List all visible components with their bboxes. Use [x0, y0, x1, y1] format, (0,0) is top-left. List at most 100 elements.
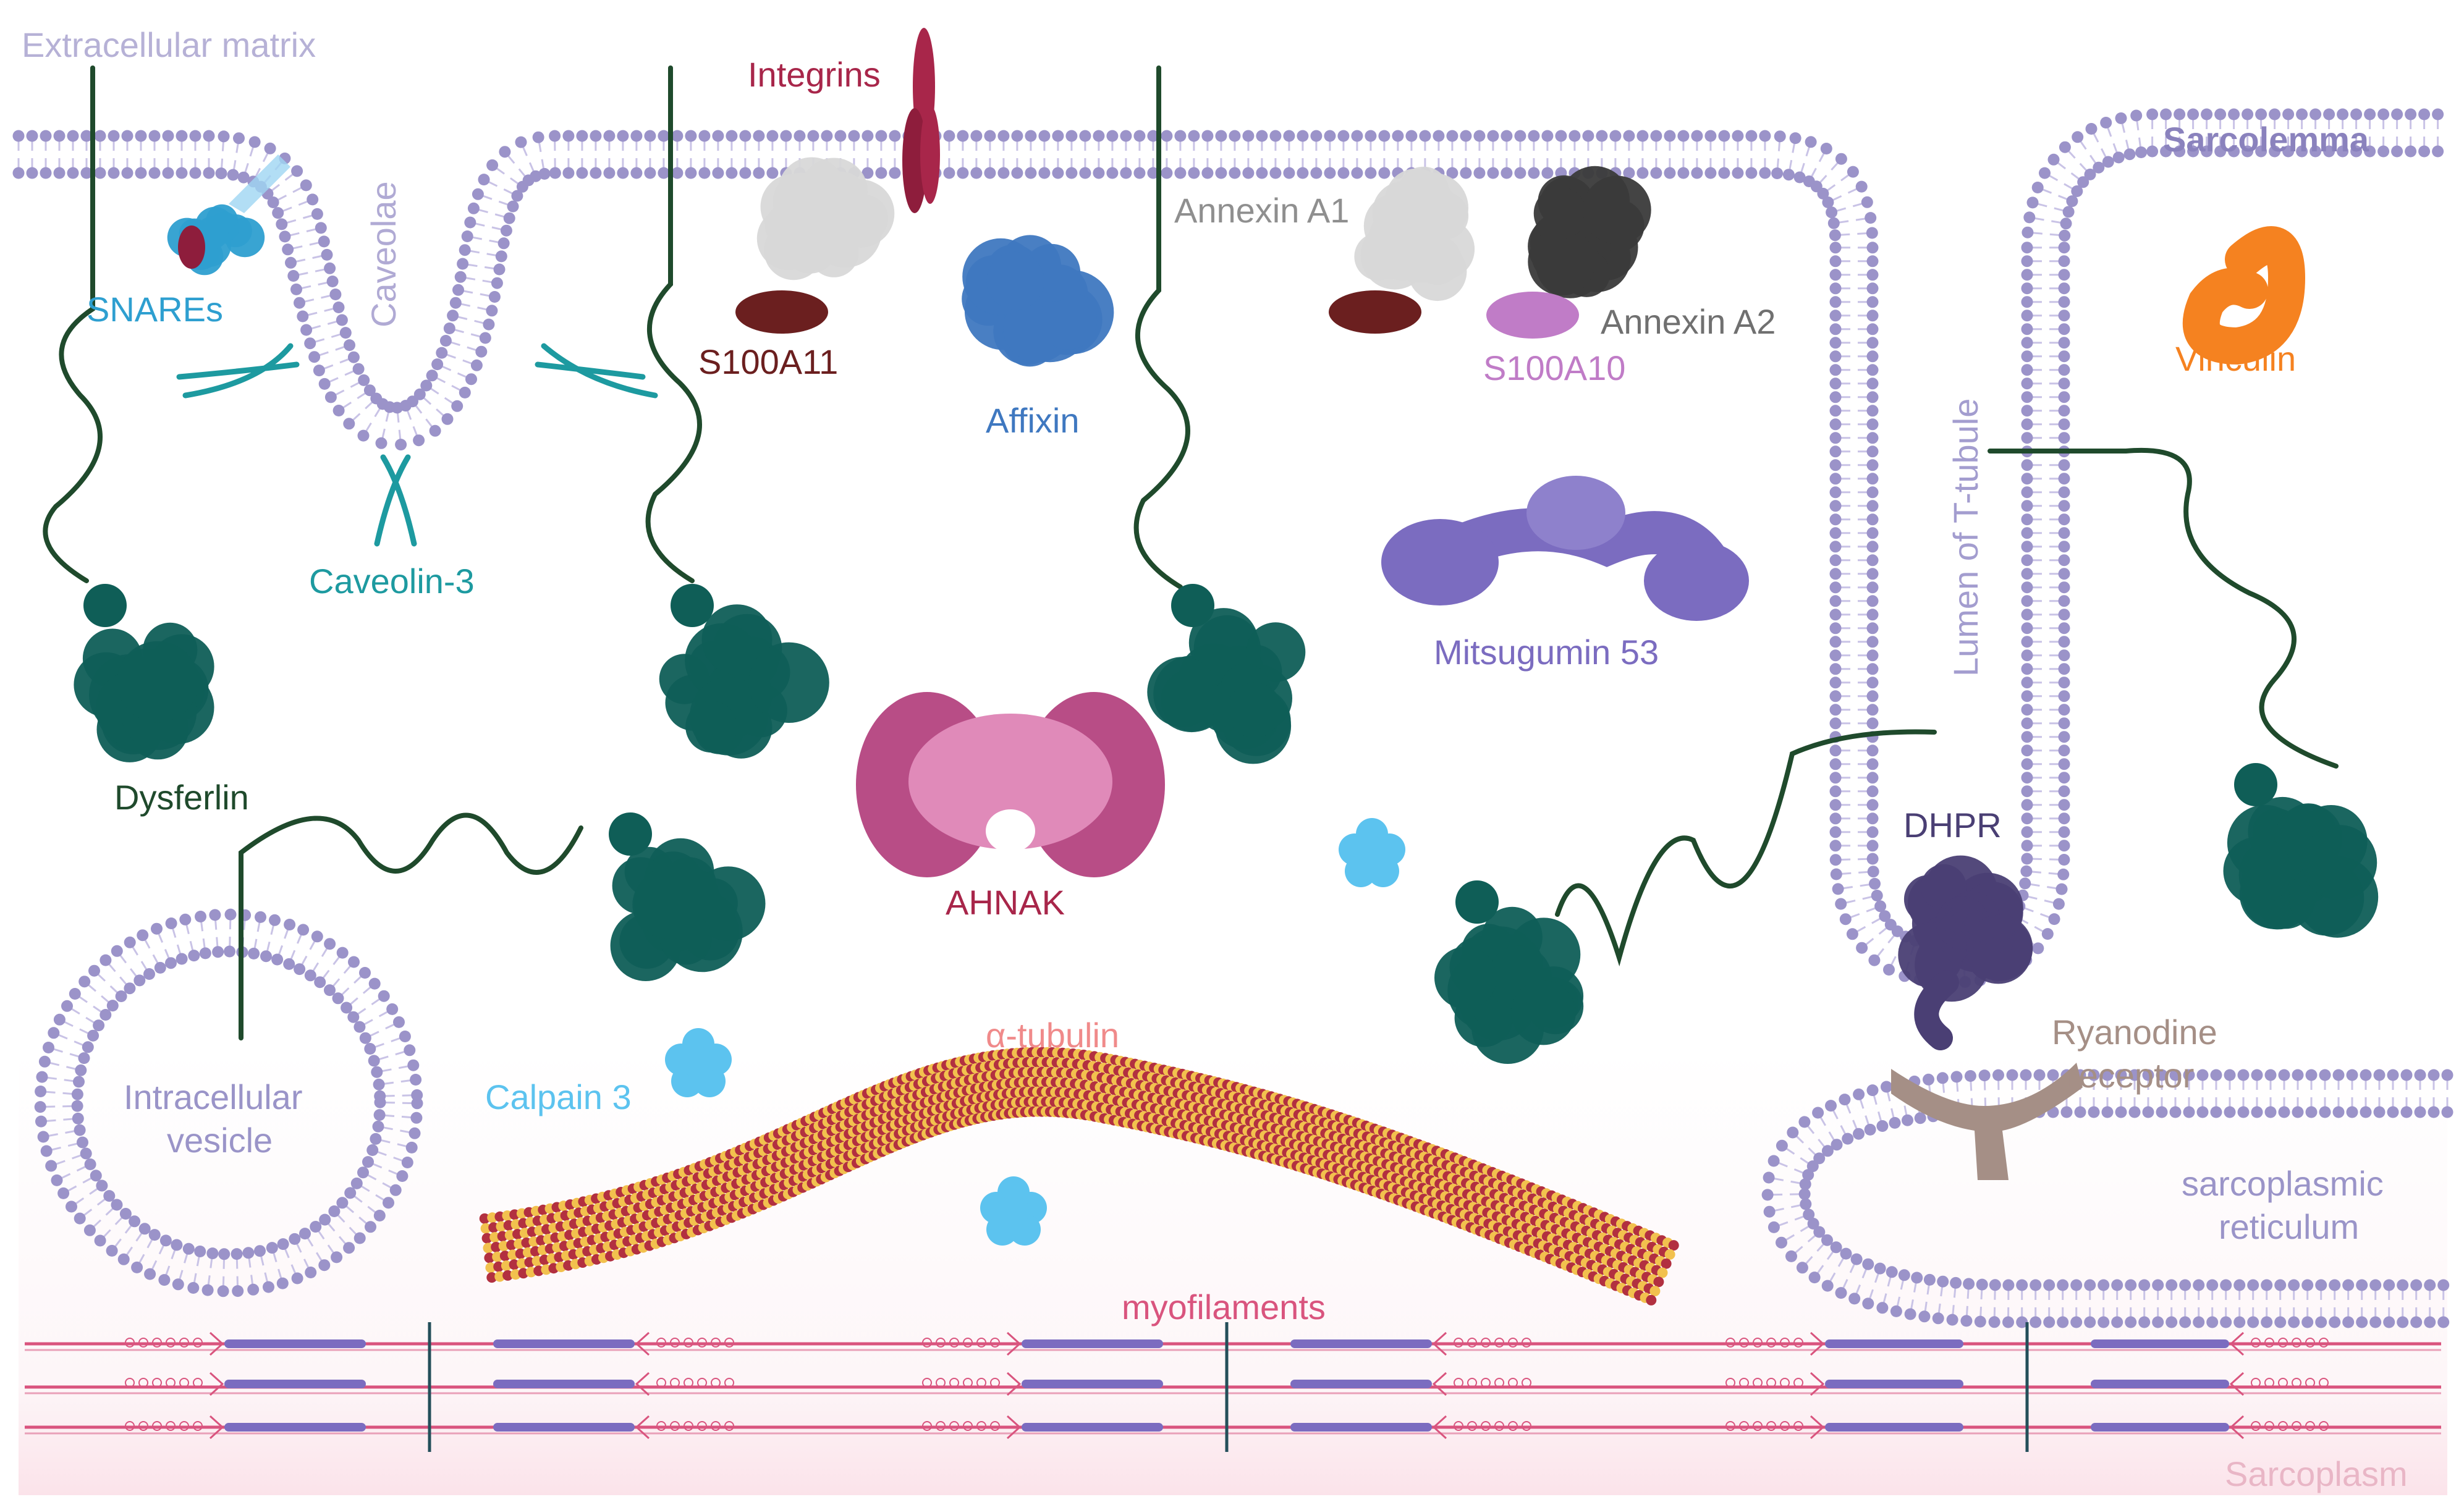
titin-spring — [1753, 1378, 1763, 1388]
dysferlin-mid-right — [1133, 65, 1214, 627]
sarcoplasmic-reticulum-label-line2: reticulum — [2219, 1207, 2359, 1246]
titin-spring — [990, 1378, 1000, 1388]
tubulin-dimer — [1649, 1286, 1661, 1297]
titin-spring — [1766, 1421, 1776, 1431]
titin-spring — [2278, 1421, 2288, 1431]
titin-spring — [193, 1378, 203, 1388]
tubulin-dimer — [494, 1271, 506, 1282]
titin-spring — [125, 1378, 135, 1388]
titin-spring — [1739, 1421, 1749, 1431]
m-line-bracket — [209, 1331, 650, 1356]
tubulin-dimer — [510, 1269, 521, 1280]
titin-spring — [697, 1378, 707, 1388]
annexin-a2-protein — [1528, 166, 1651, 298]
titin-spring — [711, 1338, 721, 1348]
integrin-subunit — [920, 105, 940, 204]
titin-spring — [1494, 1338, 1504, 1348]
tubulin-dimer — [507, 1249, 519, 1260]
titin-spring — [1793, 1338, 1803, 1348]
titin-spring — [1780, 1338, 1790, 1348]
titin-spring — [138, 1338, 148, 1348]
tubulin-dimer — [484, 1252, 495, 1263]
titin-spring — [976, 1378, 986, 1388]
tubulin-dimer — [1646, 1294, 1657, 1305]
annexin-a1-right — [1354, 166, 1475, 302]
snares-red-subunit — [178, 226, 205, 269]
titin-spring — [138, 1421, 148, 1431]
titin-spring — [1725, 1421, 1735, 1431]
affixin-label: Affixin — [986, 401, 1079, 440]
dysferlin-left-body — [74, 622, 214, 762]
s100a10-protein — [1486, 292, 1579, 339]
titin-spring — [963, 1421, 973, 1431]
vinculin-protein — [2182, 226, 2306, 365]
titin-spring — [166, 1421, 176, 1431]
dysferlin-label: Dysferlin — [114, 778, 249, 817]
titin-spring — [922, 1421, 932, 1431]
titin-spring — [990, 1421, 1000, 1431]
titin-spring — [2305, 1421, 2315, 1431]
dysferlin-t-tubule — [1455, 729, 1937, 967]
tubulin-dimer — [1664, 1249, 1675, 1260]
dysferlin-mid-left — [645, 65, 714, 627]
titin-spring — [2305, 1378, 2315, 1388]
titin-spring — [1454, 1378, 1463, 1388]
sarcoplasmic-reticulum-label-line1: sarcoplasmic — [2182, 1164, 2384, 1203]
sarcolemma-label: Sarcolemma — [2163, 120, 2369, 159]
snares-helix — [229, 154, 290, 213]
dysferlin-right-body — [2223, 796, 2379, 938]
titin-spring — [179, 1421, 189, 1431]
titin-spring — [1780, 1421, 1790, 1431]
titin-spring — [1522, 1338, 1531, 1348]
s100a10-label: S100A10 — [1483, 348, 1625, 387]
titin-spring — [1725, 1378, 1735, 1388]
dysferlin-mid-right-body — [1147, 608, 1306, 764]
titin-spring — [670, 1378, 680, 1388]
m-line-bracket — [1810, 1372, 2245, 1396]
titin-spring — [2305, 1338, 2315, 1348]
ryanodine-receptor-label-line2: receptor — [2067, 1056, 2194, 1095]
tubulin-dimer — [1661, 1258, 1672, 1269]
dhpr-protein — [1898, 855, 2033, 1002]
s100a11-protein-right — [1329, 290, 1421, 334]
titin-spring — [949, 1421, 959, 1431]
titin-spring — [179, 1378, 189, 1388]
titin-spring — [990, 1338, 1000, 1348]
titin-spring — [2319, 1378, 2329, 1388]
s100a11-protein — [735, 290, 828, 334]
dysferlin-t-tubule-body — [1434, 906, 1584, 1064]
titin-spring — [152, 1421, 162, 1431]
m-line-bracket — [209, 1415, 650, 1440]
intracellular-vesicle-label-line1: Intracellular — [124, 1078, 302, 1116]
integrin-beta-subunit — [902, 108, 927, 213]
tubulin-dimer — [480, 1223, 491, 1234]
labels-layer: Extracellular matrix Integrins Sarcolemm… — [22, 25, 2408, 1493]
tubulin-dimer — [481, 1233, 493, 1244]
titin-spring — [1454, 1421, 1463, 1431]
titin-spring — [125, 1421, 135, 1431]
titin-spring — [1522, 1378, 1531, 1388]
intracellular-vesicle-membrane — [34, 908, 423, 1297]
titin-spring — [711, 1421, 721, 1431]
titin-spring — [684, 1421, 693, 1431]
alpha-tubulin-label: α-tubulin — [986, 1016, 1119, 1055]
dysferlin-vesicle-body — [610, 838, 766, 981]
dhpr-label: DHPR — [1903, 806, 2002, 845]
titin-spring — [936, 1378, 946, 1388]
titin-spring — [656, 1338, 666, 1348]
annexin-a1-label: Annexin A1 — [1174, 191, 1349, 230]
titin-spring — [2292, 1421, 2301, 1431]
titin-spring — [193, 1421, 203, 1431]
proteins-layer — [74, 28, 2379, 1246]
mitsugumin-53-label: Mitsugumin 53 — [1434, 633, 1659, 672]
ahnak-protein — [856, 692, 1165, 877]
calpain-3-protein — [665, 1028, 732, 1097]
dysferlin-layer — [43, 65, 2339, 1040]
titin-spring — [724, 1338, 734, 1348]
titin-spring — [138, 1378, 148, 1388]
titin-spring — [1454, 1338, 1463, 1348]
titin-spring — [1467, 1378, 1477, 1388]
titin-spring — [2319, 1421, 2329, 1431]
titin-spring — [1793, 1421, 1803, 1431]
